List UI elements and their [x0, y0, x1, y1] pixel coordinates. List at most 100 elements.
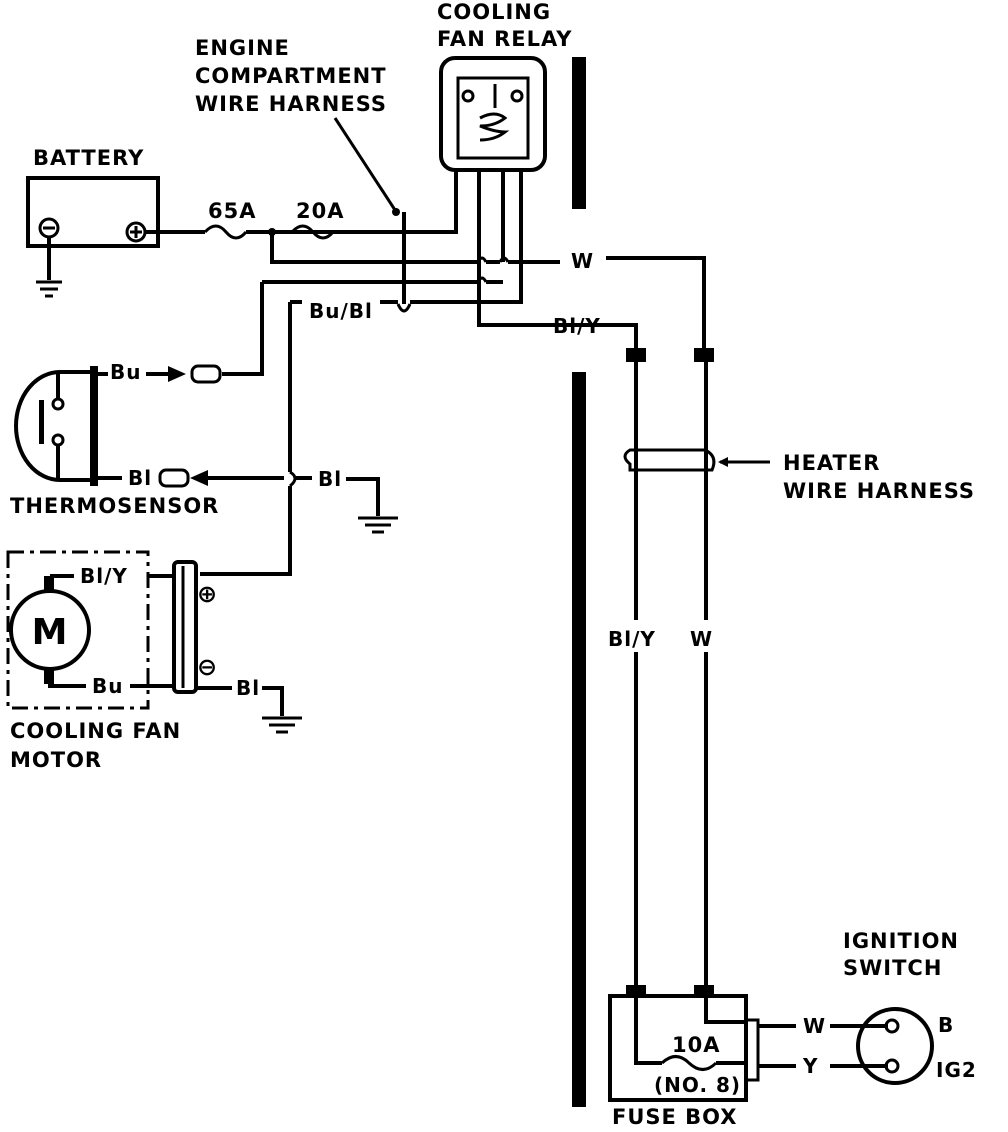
relay-contact-right [510, 89, 524, 103]
fan-motor-plus-symbol: ⊕ [197, 580, 218, 608]
fuse-20a-label: 20A [296, 199, 344, 223]
heater-harness-arrow [718, 457, 728, 467]
fuse-box: 10A (NO. 8) FUSE BOX [608, 985, 760, 1129]
thermosensor-contact-top [51, 397, 65, 411]
connector-bl-y-top [626, 348, 646, 362]
fuse-20a-icon [290, 224, 335, 240]
wire-ground-thermo [346, 477, 380, 516]
thermosensor-body [14, 370, 94, 482]
fuse-10a-icon [660, 1055, 718, 1071]
thermosensor: THERMOSENSOR [10, 366, 219, 518]
fan-motor-label-line2: MOTOR [10, 748, 102, 772]
connector-w-top [694, 348, 714, 362]
fuse-box-label: FUSE BOX [612, 1105, 737, 1129]
battery: BATTERY [26, 146, 160, 298]
fuse-10a-label: 10A [672, 1033, 720, 1057]
relay-inner-frame [456, 76, 530, 160]
thermosensor-contact-bottom [51, 433, 65, 447]
ground-icon-motor [262, 716, 302, 734]
fuse-box-internal-y [634, 996, 746, 1065]
relay-pin-d [410, 170, 523, 304]
wire-label-ign-y: Y [802, 1054, 818, 1078]
wire-label-ign-w: W [803, 1014, 826, 1038]
fan-motor-minus-symbol: ⊖ [197, 653, 218, 681]
crossover-hop-b [476, 256, 488, 263]
engine-harness-line1: ENGINE [195, 36, 290, 60]
thermosensor-plate [90, 366, 98, 486]
fuse-65a-label: 65A [208, 199, 256, 223]
ignition-terminal-ig2 [884, 1058, 900, 1074]
connector-thermo-bu-male [168, 366, 186, 382]
ignition-switch-line2: SWITCH [843, 956, 942, 980]
relay-housing [439, 56, 547, 172]
wire-label-w-vertical: W [690, 627, 713, 651]
heater-harness-line2: WIRE HARNESS [783, 479, 975, 503]
fan-motor-lead-bottom [48, 684, 86, 688]
wire-label-motor-bl: Bl [236, 676, 260, 700]
harness-divider-main [572, 372, 586, 1107]
ignition-terminal-b [884, 1018, 900, 1034]
engine-harness-leader-dot [392, 208, 400, 216]
wire-bu-bl-to-motor [200, 486, 292, 576]
fan-motor-label-line1: COOLING FAN [10, 719, 181, 743]
engine-harness-line3: WIRE HARNESS [195, 92, 387, 116]
engine-harness-callout: ENGINE COMPARTMENT WIRE HARNESS [195, 36, 400, 216]
fuse-box-connector [744, 1018, 760, 1082]
ignition-switch: IGNITION SWITCH B IG2 [843, 929, 977, 1085]
wire-bu-down [222, 282, 264, 376]
relay-label-line1: COOLING [437, 0, 551, 24]
heater-harness-line1: HEATER [783, 451, 880, 475]
wire-w-feed [270, 232, 560, 264]
wire-ground-motor [262, 686, 284, 716]
battery-label: BATTERY [33, 146, 144, 170]
relay-coil-icon [479, 84, 510, 142]
wire-label-motor-bu: Bu [92, 674, 123, 698]
fuse-box-internal-w [704, 996, 746, 1024]
fan-motor-circle [9, 589, 91, 671]
engine-harness-leader [333, 117, 397, 211]
connector-thermo-bu-female [190, 364, 222, 384]
ignition-switch-line1: IGNITION [843, 929, 959, 953]
harness-divider-top [572, 57, 586, 209]
crossover-hop-bu [476, 276, 488, 283]
wire-bl-y-drop [612, 323, 638, 348]
connector-bl-y-bottom [626, 985, 646, 996]
thermosensor-label: THERMOSENSOR [10, 494, 219, 518]
fuse-number-label: (NO. 8) [654, 1073, 741, 1097]
wire-label-w-relay: W [571, 249, 594, 273]
engine-harness-line2: COMPARTMENT [195, 64, 387, 88]
wire-w-to-heater [606, 256, 706, 350]
ground-icon-thermo [358, 516, 398, 534]
connector-thermo-bl-female [158, 468, 190, 488]
connector-w-bottom [694, 985, 714, 996]
fan-motor-brush-top [44, 576, 54, 590]
fan-motor-connector [172, 560, 198, 694]
wire-label-bl-y-top: Bl/Y [553, 314, 601, 338]
fan-motor-boundary [6, 550, 150, 710]
crossover-hop-bu-bl [289, 470, 297, 488]
wire-label-thermo-bl: Bl [128, 466, 152, 490]
heater-harness-loop [623, 448, 716, 472]
ignition-label-b: B [938, 1013, 954, 1037]
thermosensor-element [39, 400, 44, 444]
wire-label-bu-bl: Bu/Bl [309, 299, 373, 323]
cooling-fan-motor: M COOLING FAN MOTOR [6, 550, 198, 772]
wire-label-thermo-bu: Bu [110, 360, 141, 384]
wire-label-motor-bl-y: Bl/Y [80, 564, 128, 588]
battery-case [26, 176, 160, 248]
battery-positive-sign [130, 226, 142, 238]
relay-contact-left [461, 89, 475, 103]
relay-label-line2: FAN RELAY [437, 27, 572, 51]
connector-thermo-bl-male [190, 470, 208, 486]
crossover-hop-c [498, 256, 510, 263]
wire-label-bl-y-vertical: Bl/Y [608, 627, 656, 651]
ignition-label-ig2: IG2 [936, 1058, 977, 1082]
fan-motor-brush-bottom [44, 670, 54, 684]
ignition-switch-body [856, 1007, 934, 1085]
wire-label-ground-bl: Bl [318, 467, 342, 491]
engine-harness-loop [396, 303, 412, 313]
fan-motor-symbol: M [32, 612, 69, 653]
battery-ground-icon [36, 280, 62, 298]
fuse-65a-icon [203, 224, 248, 240]
